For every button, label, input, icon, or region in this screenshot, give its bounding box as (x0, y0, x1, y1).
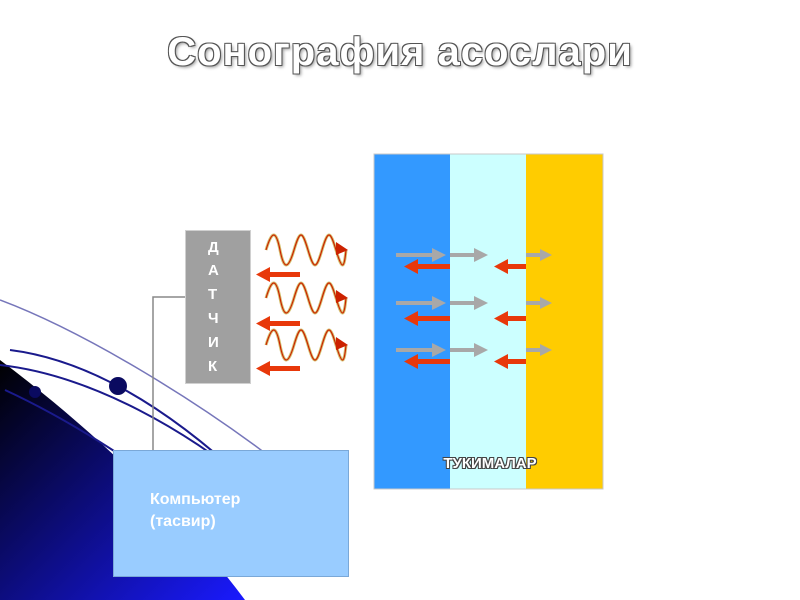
incident-arrow-shaft (396, 253, 432, 257)
incident-arrow-head (540, 297, 552, 309)
reflected-arrow-shaft (416, 359, 450, 364)
wave-arrowhead (336, 242, 348, 255)
wave (264, 281, 348, 315)
incident-arrow-shaft (526, 301, 540, 305)
incident-arrow-head (432, 296, 446, 310)
reflected-arrow-shaft (506, 264, 526, 269)
reflected-arrows-sensor (256, 267, 300, 376)
sensor-letter: Т (208, 286, 218, 303)
reflected-arrow-shaft (416, 264, 450, 269)
incident-arrow-shaft (526, 253, 540, 257)
incident-arrow-head (474, 248, 488, 262)
computer-box: Компьютер (тасвир) (113, 450, 349, 577)
incident-arrow-shaft (450, 348, 474, 352)
orbit-dot (29, 386, 41, 398)
sensor-letter: Ч (208, 310, 219, 327)
orbit-dot (109, 377, 127, 395)
slide-title: Сонография асослари (167, 30, 633, 74)
reflected-arrow-head (404, 259, 418, 274)
incident-arrows (396, 248, 552, 357)
incident-arrow-shaft (396, 301, 432, 305)
orbit-curve (0, 299, 301, 481)
incident-arrow-shaft (396, 348, 432, 352)
reflected-arrow-head (256, 361, 270, 376)
reflected-arrow-head (404, 311, 418, 326)
ultrasound-waves (264, 233, 348, 362)
sensor-letter: К (208, 358, 218, 375)
sensor-letter: А (208, 262, 219, 279)
sensor-letter: Д (208, 239, 219, 256)
incident-arrow-head (474, 296, 488, 310)
tissue-label: ТУКИМАЛАР (443, 455, 537, 472)
wave (264, 328, 348, 362)
computer-label-line2: (тасвир) (150, 513, 216, 530)
reflected-arrow-shaft (268, 272, 300, 277)
reflected-arrow-shaft (506, 359, 526, 364)
reflected-arrow-shaft (268, 366, 300, 371)
incident-arrow-head (474, 343, 488, 357)
incident-arrow-shaft (450, 301, 474, 305)
incident-arrow-shaft (526, 348, 540, 352)
incident-arrow-head (540, 249, 552, 261)
incident-arrow-head (540, 344, 552, 356)
reflected-arrow-shaft (416, 316, 450, 321)
wave-arrowhead (336, 290, 348, 303)
reflected-arrow-head (256, 316, 270, 331)
tissue-layer-2 (450, 154, 526, 489)
sensor-letter: И (208, 334, 219, 351)
sensor-computer-cable (152, 296, 185, 450)
reflected-arrow-shaft (506, 316, 526, 321)
sensor-box: Д А Т Ч И К (185, 230, 251, 384)
computer-label-line1: Компьютер (150, 491, 241, 508)
reflected-arrows-tissue (404, 259, 526, 369)
tissue-layer-3 (526, 154, 603, 489)
incident-arrow-head (432, 248, 446, 262)
reflected-arrow-head (256, 267, 270, 282)
reflected-arrow-head (404, 354, 418, 369)
wave-arrowhead (336, 337, 348, 350)
tissue-frame (373, 153, 604, 490)
reflected-arrow-shaft (268, 321, 300, 326)
reflected-arrow-head (494, 259, 508, 274)
incident-arrow-shaft (450, 253, 474, 257)
computer-label: Компьютер (тасвир) (150, 489, 240, 533)
reflected-arrow-head (494, 354, 508, 369)
incident-arrow-head (432, 343, 446, 357)
wave (264, 233, 348, 267)
reflected-arrow-head (494, 311, 508, 326)
